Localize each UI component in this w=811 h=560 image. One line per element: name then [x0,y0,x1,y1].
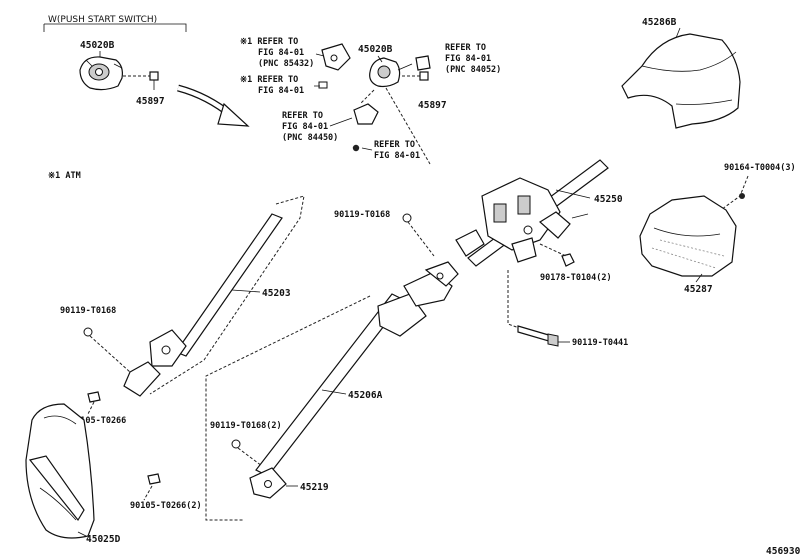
ref-2-line2: FIG 84-01 [258,86,304,96]
ref-1-line2: FIG 84-01 [258,48,304,58]
switch-assembly-mid [318,43,431,152]
part-label-45897-left: 45897 [136,96,165,107]
ref-4-line1: REFER TO [282,111,323,121]
switch-assembly-left [79,56,123,91]
part-label-45286b: 45286B [642,17,677,28]
universal-joint [249,467,287,499]
steering-column-assembly [455,159,609,267]
part-label-45206a: 45206A [348,390,383,401]
part-label-45287: 45287 [684,284,713,295]
variant-label: W(PUSH START SWITCH) [48,15,157,25]
part-label-90119-t0441: 90119-T0441 [572,338,628,348]
column-hole-cover [25,403,95,539]
lower-column-cover [639,195,737,277]
part-label-90105-upper: 90105-T0266 [70,416,126,426]
part-label-90178: 90178-T0104(2) [540,273,612,283]
bolt-90105-lower [147,473,161,485]
ref-4-line3: (PNC 84450) [282,133,338,143]
part-label-90119-top: 90119-T0168 [334,210,390,220]
bolt-90119-2 [231,439,241,449]
ref-3-line2: FIG 84-01 [445,54,491,64]
transition-arrow [177,84,250,127]
part-label-90164: 90164-T0004(3) [724,163,796,173]
part-label-45025d: 45025D [86,534,121,545]
part-label-45020b-left: 45020B [80,40,115,51]
upper-column-cover [621,33,741,129]
ref-1-line1: ※1 REFER TO [240,37,298,47]
bolt-90119-t0441 [517,325,559,347]
ref-3-line3: (PNC 84052) [445,65,501,75]
part-label-90119-2: 90119-T0168(2) [210,421,282,431]
nut-90178 [561,253,575,267]
intermediate-shaft [123,213,283,397]
bolt-90119-top [402,213,412,223]
bolt-90105-upper [87,391,101,403]
bolt-90119-left [83,327,93,337]
part-label-45020b-mid: 45020B [358,44,393,55]
variant-bracket [43,23,187,32]
ref-4-line2: FIG 84-01 [282,122,328,132]
part-label-45250: 45250 [594,194,623,205]
part-label-90105-lower: 90105-T0266(2) [130,501,202,511]
ref-3-line1: REFER TO [445,43,486,53]
part-label-45897-mid: 45897 [418,100,447,111]
part-label-45203: 45203 [262,288,291,299]
ref-5-line2: FIG 84-01 [374,151,420,161]
ref-2-line1: ※1 REFER TO [240,75,298,85]
part-label-45219: 45219 [300,482,329,493]
ref-5-line1: REFER TO [374,140,415,150]
screw-45897-mid [419,71,429,81]
ref-1-line3: (PNC 85432) [258,59,314,69]
screw-45897-left [149,71,159,90]
footnote-atm: ※1 ATM [48,171,81,181]
part-label-90119-left: 90119-T0168 [60,306,116,316]
figure-number: 456930 [766,546,801,557]
